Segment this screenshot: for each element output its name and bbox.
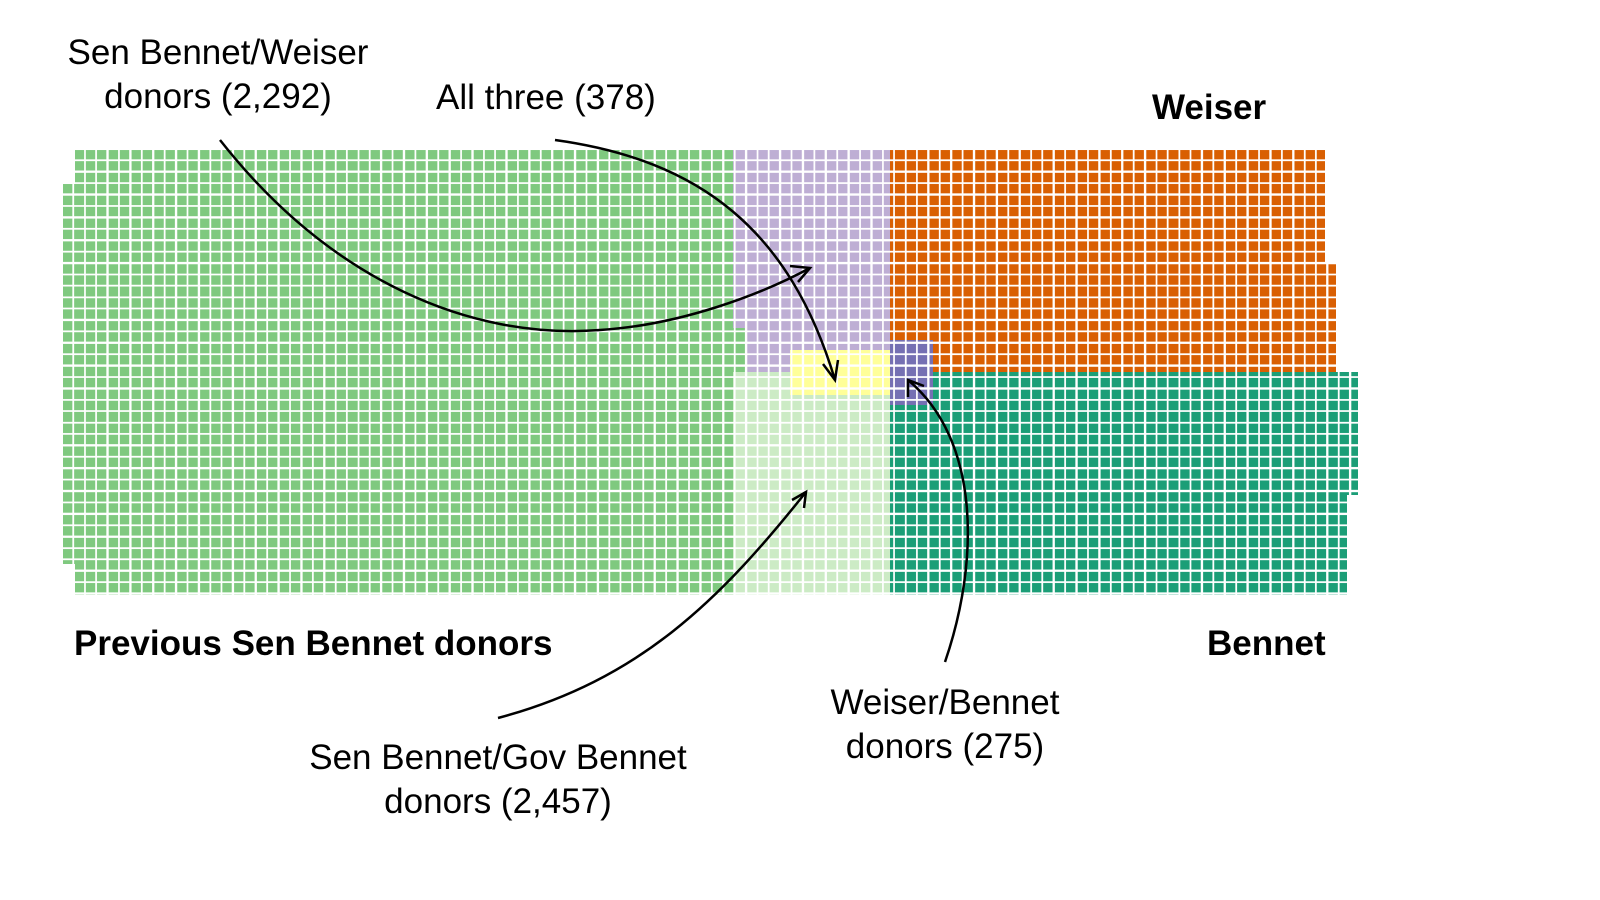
label-sen-weiser: Sen Bennet/Weiser donors (2,292) — [58, 31, 378, 119]
arrowhead-all-three — [822, 359, 840, 384]
label-sen-gov-line2: donors (2,457) — [384, 782, 612, 821]
label-sen-weiser-line1: Sen Bennet/Weiser — [67, 33, 369, 72]
arrowhead-sen-gov — [791, 489, 808, 509]
label-previous-sen-bennet: Previous Sen Bennet donors — [74, 624, 553, 663]
label-sen-weiser-line2: donors (2,292) — [104, 77, 332, 116]
label-weiser-bennet: Weiser/Bennet donors (275) — [805, 681, 1085, 769]
label-all-three: All three (378) — [436, 78, 656, 117]
label-weiser: Weiser — [1152, 88, 1267, 127]
label-sen-gov-line1: Sen Bennet/Gov Bennet — [309, 738, 687, 777]
label-weiser-bennet-line2: donors (275) — [845, 727, 1045, 766]
arrow-all-three — [554, 138, 837, 381]
label-sen-gov: Sen Bennet/Gov Bennet donors (2,457) — [288, 736, 708, 824]
arrow-sen-weiser — [219, 139, 811, 333]
label-weiser-bennet-line1: Weiser/Bennet — [830, 683, 1060, 722]
arrow-sen-gov — [497, 491, 807, 720]
arrow-weiser-bennet — [907, 379, 970, 663]
label-bennet: Bennet — [1207, 624, 1326, 663]
arrowhead-weiser-bennet — [906, 378, 925, 397]
arrowhead-sen-weiser — [789, 264, 813, 283]
